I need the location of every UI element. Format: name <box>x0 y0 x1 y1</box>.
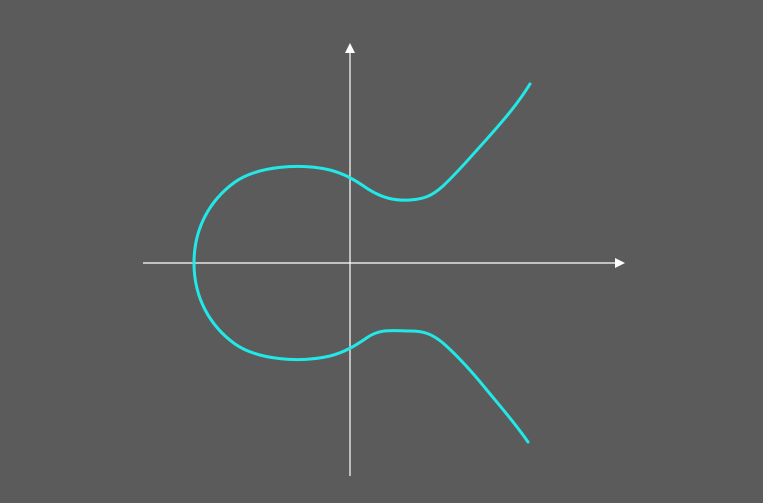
curve-upper-branch <box>192 82 532 265</box>
x-axis-arrow <box>615 258 625 268</box>
curve-lower-branch <box>192 261 530 444</box>
y-axis-arrow <box>345 43 355 53</box>
